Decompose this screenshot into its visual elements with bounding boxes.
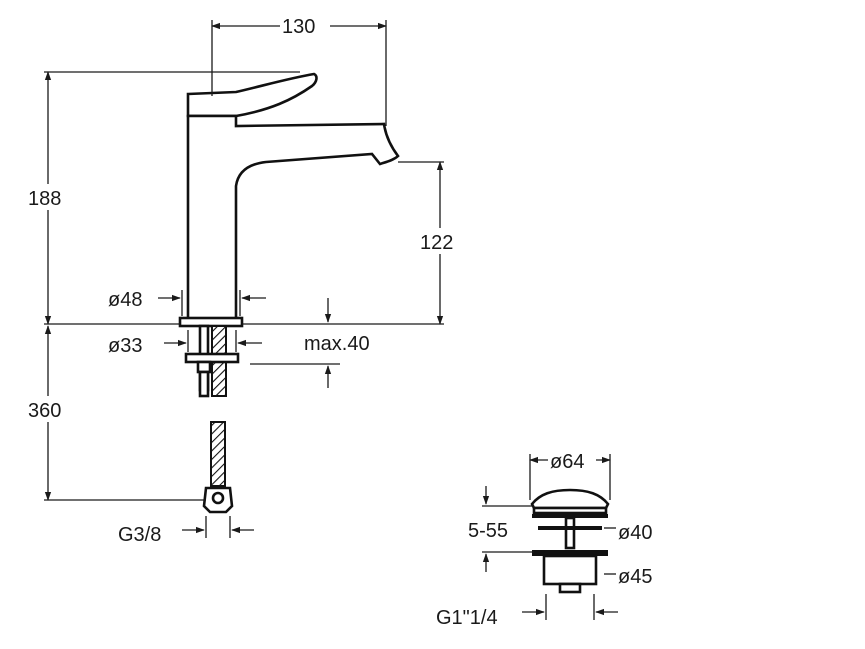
dim-spout-height: 122: [420, 232, 453, 254]
faucet-body: [186, 114, 400, 322]
dim-cap-diameter: ø64: [550, 451, 584, 473]
dim-body-diameter: ø45: [618, 566, 652, 588]
dim-spout-reach: 130: [282, 16, 315, 38]
drain-cap: [530, 488, 610, 510]
dim-shank-diameter: ø33: [108, 335, 142, 357]
fixing-washer: [184, 352, 240, 364]
dim-hose-connection: G3/8: [118, 524, 161, 546]
faucet-base: [178, 316, 244, 328]
dim-max-deck: max.40: [304, 333, 370, 355]
dim-drain-range: 5-55: [468, 520, 508, 542]
dim-flange-diameter: ø40: [618, 522, 652, 544]
drain-dimensions: ø64 5-55 ø40 ø45 G1"1/4: [436, 448, 652, 629]
hose-lower: [210, 421, 226, 487]
faucet-lever: [186, 72, 318, 118]
dim-drain-thread: G1"1/4: [436, 607, 498, 629]
drain-flange: [538, 526, 602, 530]
drain-body: [542, 554, 598, 586]
dim-base-diameter: ø48: [108, 289, 142, 311]
faucet-drawing: [178, 72, 400, 514]
dim-total-height: 188: [28, 188, 61, 210]
faucet-dimensions: 130 188 122 ø48 ø33 max.40: [28, 12, 464, 546]
drain-stem: [564, 516, 576, 550]
dim-hose-length: 360: [28, 400, 61, 422]
drain-drawing: [530, 488, 610, 594]
